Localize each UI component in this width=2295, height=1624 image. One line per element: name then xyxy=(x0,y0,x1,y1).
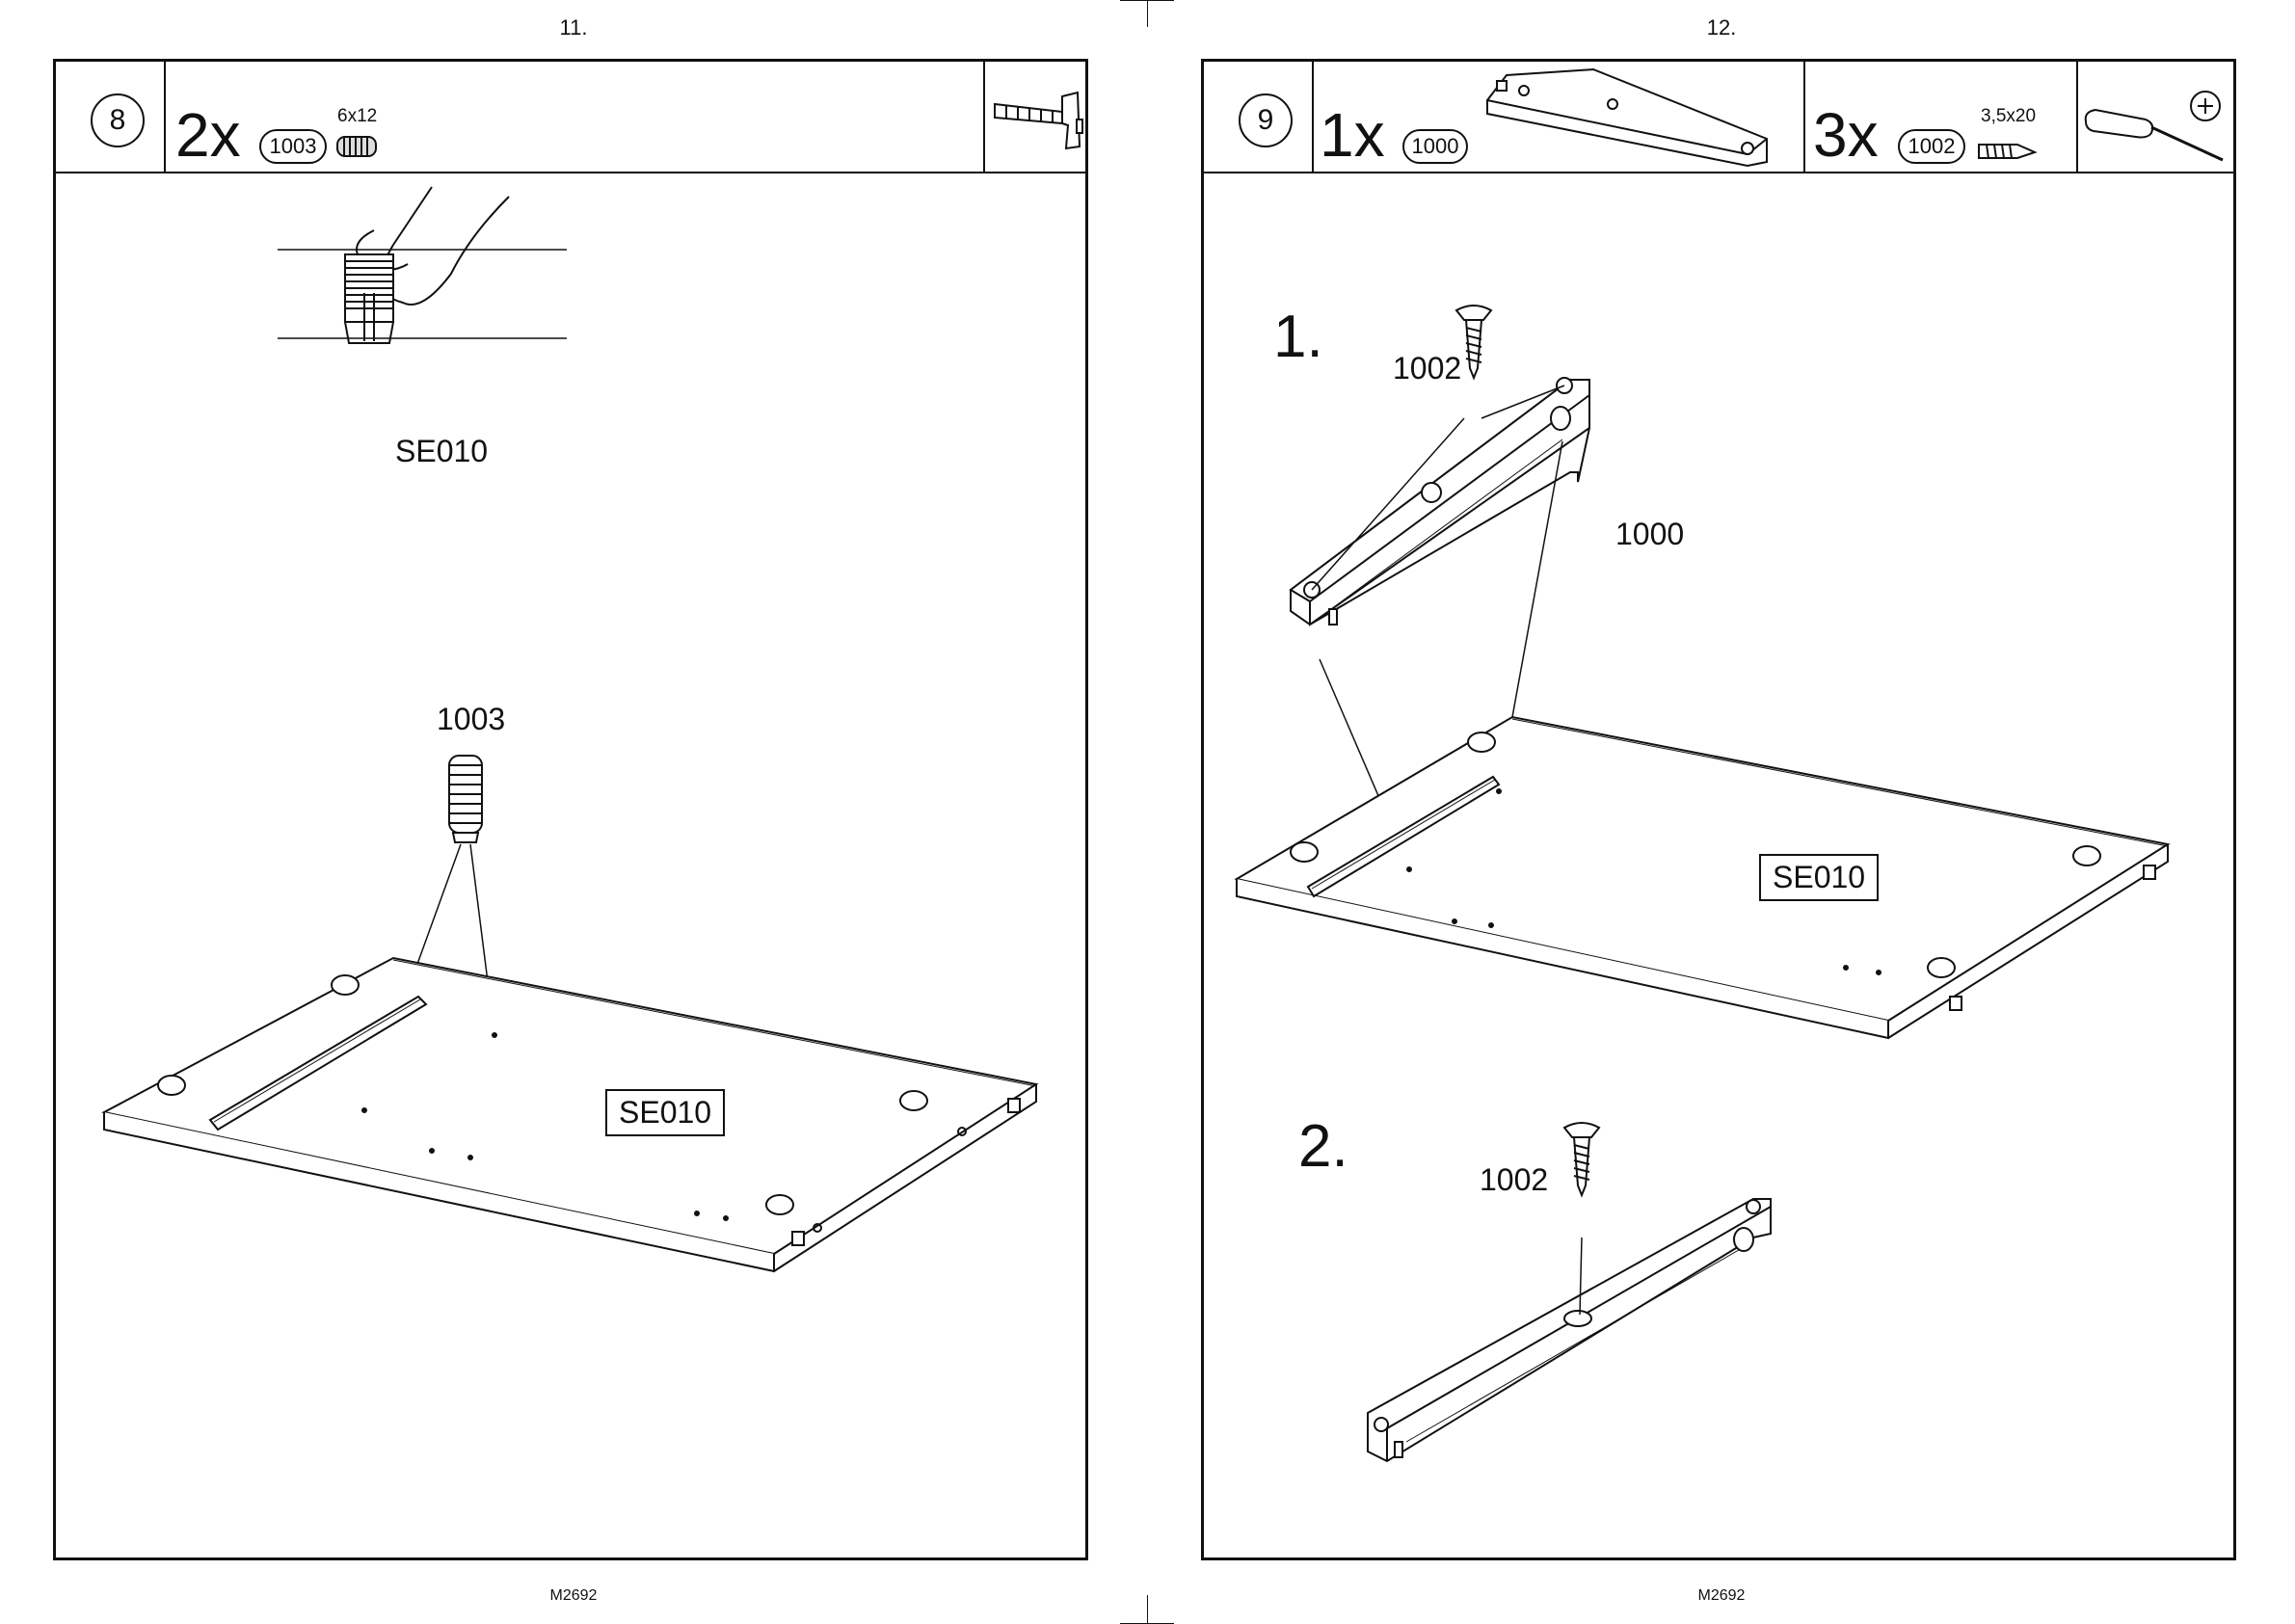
assembly-illustration xyxy=(1204,62,2233,1557)
page-number: 12. xyxy=(1148,15,2295,40)
instruction-frame: 8 2x 1003 6x12 xyxy=(53,59,1088,1560)
substep-2-number: 2. xyxy=(1298,1112,1348,1181)
page-number: 11. xyxy=(0,15,1147,40)
page-footer: M2692 xyxy=(0,1587,1147,1605)
rail-label: 1000 xyxy=(1615,517,1684,552)
page-12: 12. 9 1x 1000 3x 1002 3,5 xyxy=(1148,0,2295,1624)
page-11: 11. 8 2x 1003 6x12 xyxy=(0,0,1147,1624)
panel-label: SE010 xyxy=(1759,854,1879,901)
screw-label-1: 1002 xyxy=(1393,351,1461,386)
finger-detail xyxy=(278,187,567,343)
detail-label: SE010 xyxy=(395,434,488,469)
panel-se010 xyxy=(1237,717,2168,1038)
page-footer: M2692 xyxy=(1148,1587,2295,1605)
part-label: 1003 xyxy=(437,702,505,737)
screw-label-2: 1002 xyxy=(1480,1162,1548,1198)
panel-label: SE010 xyxy=(605,1089,725,1136)
assembly-illustration xyxy=(56,62,1085,1557)
rail-part-1000-assembled xyxy=(1368,1123,1771,1461)
panel-se010 xyxy=(104,958,1036,1271)
substep-1-number: 1. xyxy=(1273,303,1323,371)
instruction-frame: 9 1x 1000 3x 1002 3,5x20 xyxy=(1201,59,2236,1560)
